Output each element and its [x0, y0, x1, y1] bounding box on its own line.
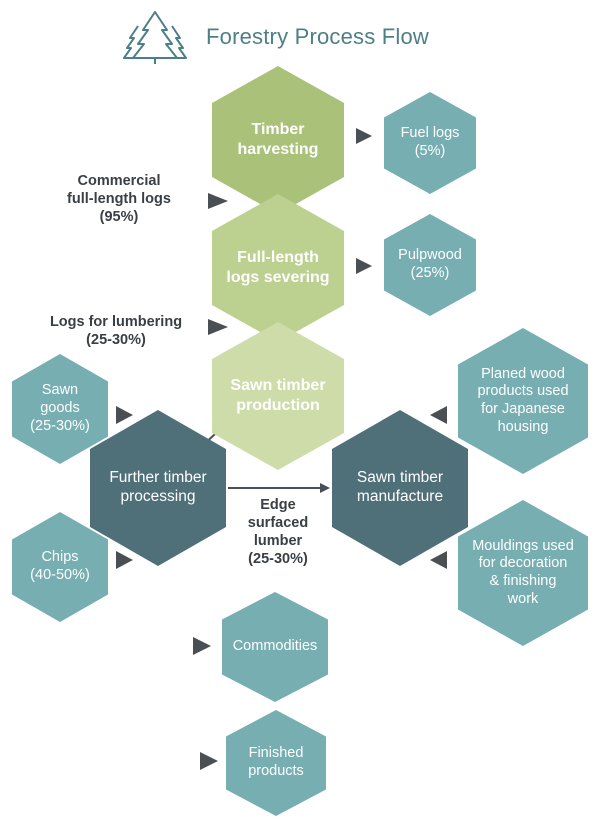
pulpwood-label: Pulpwood (25%): [398, 247, 462, 281]
chips-label: Chips (40-50%): [30, 549, 90, 583]
further-timber-processing-label: Further timber processing: [109, 469, 207, 505]
fuel-logs-label: Fuel logs (5%): [400, 125, 460, 159]
full-length-severing-label: Full-length logs severing: [226, 249, 330, 286]
sawn-goods-label: Sawn goods (25-30%): [30, 382, 90, 434]
hex-finished-products: Finished products: [226, 710, 326, 816]
hex-planed-wood: Planed wood products used for Japanese h…: [458, 328, 588, 474]
pointer-chips: [116, 551, 133, 569]
pine-trees-icon: [123, 11, 187, 64]
note-commercial-logs: Commercial full-length logs (95%): [67, 173, 171, 226]
timber-harvesting-label: Timber harvesting: [237, 121, 319, 158]
arrow-further-to-manufacture-head: [320, 483, 330, 493]
hex-fuel-logs: Fuel logs (5%): [384, 92, 476, 194]
pointer-fuel-logs: [356, 128, 372, 144]
pointer-sawn-goods: [116, 406, 133, 424]
pointer-finished-products: [200, 752, 218, 770]
hex-pulpwood: Pulpwood (25%): [384, 214, 476, 316]
note-edge-surfaced: Edge surfaced lumber (25-30%): [247, 497, 309, 568]
pointer-mouldings: [430, 551, 447, 569]
sawn-timber-manufacture-label: Sawn timber manufacture: [356, 469, 444, 505]
mouldings-label: Mouldings used for decoration & finishin…: [472, 537, 574, 607]
pointer-commodities: [193, 637, 211, 655]
hex-sawn-goods: Sawn goods (25-30%): [12, 354, 108, 464]
planed-wood-label: Planed wood products used for Japanese h…: [477, 365, 569, 435]
pointer-commercial-logs: [208, 193, 228, 209]
pointer-planed-wood: [430, 406, 447, 424]
pointer-logs-lumbering: [208, 319, 228, 335]
page-title: Forestry Process Flow: [206, 24, 430, 49]
commodities-label: Commodities: [232, 638, 318, 655]
pointer-pulpwood: [356, 258, 372, 274]
finished-products-label: Finished products: [248, 745, 304, 779]
note-logs-lumbering: Logs for lumbering (25-30%): [49, 314, 183, 349]
sawn-timber-production-label: Sawn timber production: [230, 377, 326, 414]
